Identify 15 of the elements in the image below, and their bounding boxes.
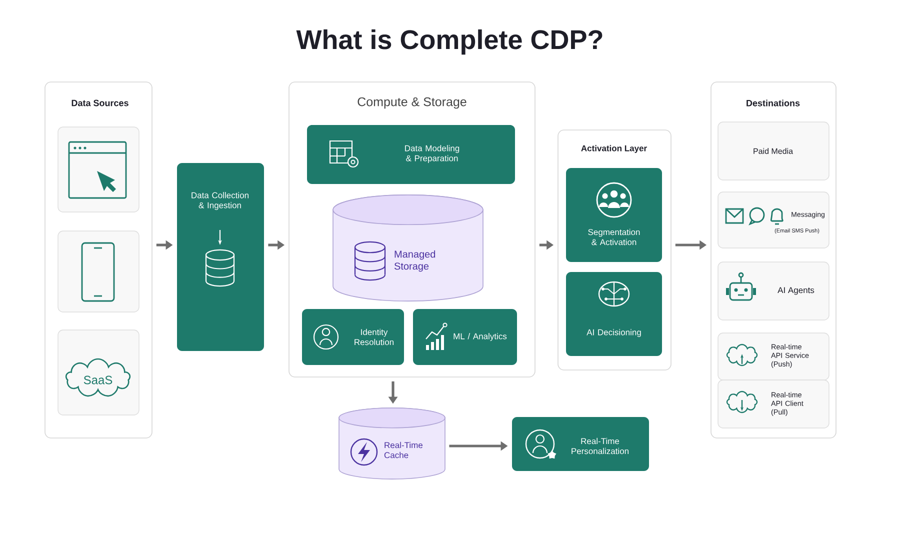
- source-box: SaaS: [58, 330, 140, 416]
- title: What is Complete CDP?: [296, 29, 602, 55]
- destination-box: Paid Media: [718, 122, 830, 180]
- storage-cylinder: Managed Storage: [332, 194, 484, 302]
- source-box: [58, 230, 140, 312]
- process-box: Data Collection & Ingestion: [177, 163, 264, 351]
- process-box: Segmentation & Activation: [566, 168, 662, 262]
- process-box: Identity Resolution: [302, 309, 404, 365]
- process-box: Real-Time Personalization: [512, 417, 649, 471]
- cache-cylinder: Real-Time Cache: [338, 408, 446, 480]
- destination-box: AI Agents: [718, 262, 830, 320]
- source-box: [58, 126, 140, 212]
- process-box: Data Modeling & Preparation: [307, 125, 515, 184]
- process-box: ML / Analytics: [413, 309, 517, 365]
- process-box: AI Decisioning: [566, 272, 662, 356]
